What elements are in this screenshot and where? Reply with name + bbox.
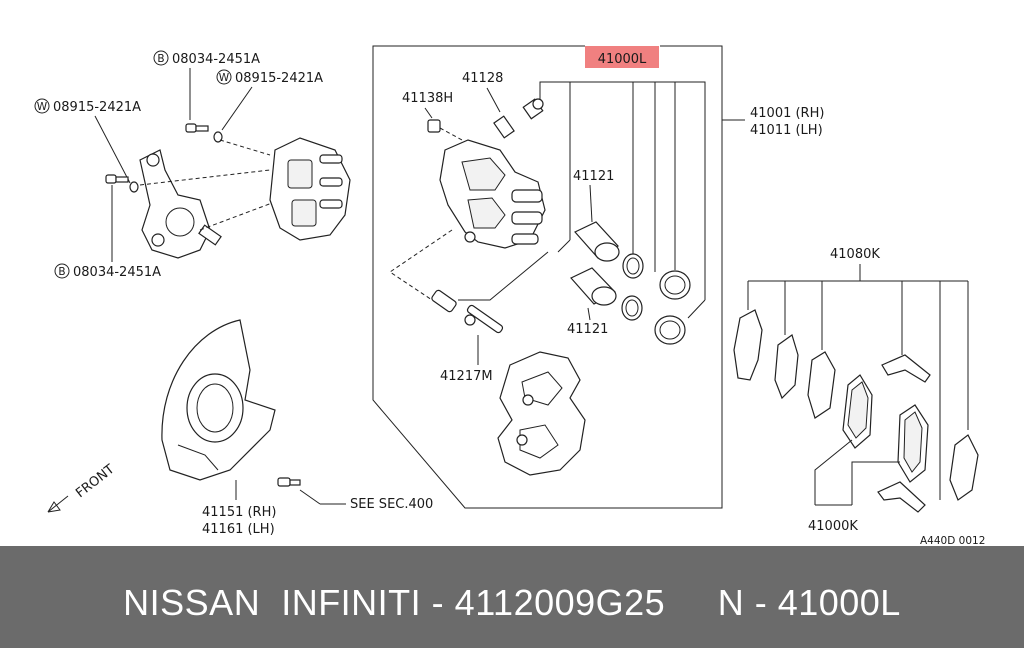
highlighted-part-box — [585, 46, 659, 68]
pad-shim-4 — [949, 434, 979, 501]
front-arrow: FRONT — [47, 462, 118, 513]
caliper-rh-label: 41001 (RH) — [750, 106, 824, 121]
pad-set-bracket-2 — [851, 461, 900, 505]
knuckle-bolts — [105, 123, 223, 193]
seal-rings — [654, 270, 691, 345]
bleeder-cap — [427, 119, 463, 141]
splash-shield — [161, 319, 276, 481]
brake-pad-2 — [897, 404, 929, 483]
shield-bolt — [277, 477, 301, 487]
pad-shim-2 — [774, 334, 799, 400]
pad-shim-1 — [733, 309, 763, 381]
guide-line-pin — [389, 229, 453, 301]
pad-set-bracket-1 — [814, 439, 853, 505]
diagram-code: A440D 0012 — [920, 535, 985, 546]
bleeder-label: 41128 — [462, 71, 503, 86]
bleeder-cap-label: 41138H — [402, 91, 453, 106]
slide-pin — [431, 289, 504, 334]
highlighted-part-label: 41000L — [598, 52, 647, 67]
bleeder-screw — [493, 98, 544, 139]
bolt-b-top-label: 08034-2451A — [172, 52, 260, 67]
pad-shim-3 — [807, 351, 836, 419]
pin-bolt-label: 41217M — [440, 369, 493, 384]
mounted-caliper — [269, 137, 351, 241]
pad-clip-2 — [877, 481, 926, 513]
kit-bracket — [539, 81, 706, 300]
piston-upper — [574, 221, 644, 279]
see-section-label: SEE SEC.400 — [350, 497, 433, 512]
piston-upper-label: 41121 — [573, 169, 614, 184]
footer-bar: NISSAN INFINITI - 4112009G25 N - 41000L — [0, 546, 1024, 648]
circle-w-top: W — [219, 72, 230, 84]
shield-rh-label: 41151 (RH) — [202, 505, 276, 520]
caliper-assembly-frame — [372, 45, 723, 509]
brake-pad-1 — [842, 374, 873, 449]
pad-set-label: 41000K — [808, 519, 858, 534]
pad-kit-label: 41080K — [830, 247, 880, 262]
washer-w-left-label: 08915-2421A — [53, 100, 141, 115]
washer-w-top-label: 08915-2421A — [235, 71, 323, 86]
circle-b-top: B — [157, 53, 164, 65]
footer-part-numbers: NISSAN INFINITI - 4112009G25 N - 41000L — [123, 582, 901, 623]
piston-lower — [570, 267, 643, 321]
caliper-bracket — [497, 351, 586, 476]
circle-w-left: W — [37, 101, 48, 113]
caliper-body — [439, 139, 546, 249]
circle-b-bottom: B — [58, 266, 65, 278]
front-label: FRONT — [73, 462, 117, 501]
steering-knuckle — [139, 149, 222, 259]
shield-lh-label: 41161 (LH) — [202, 522, 275, 537]
pad-clip-1 — [881, 354, 931, 383]
caliper-lh-label: 41011 (LH) — [750, 123, 823, 138]
piston-lower-label: 41121 — [567, 322, 608, 337]
parts-diagram: 41000L 41001 (RH) 41011 (LH) 41128 41138… — [34, 45, 986, 546]
bolt-b-bottom-label: 08034-2451A — [73, 265, 161, 280]
